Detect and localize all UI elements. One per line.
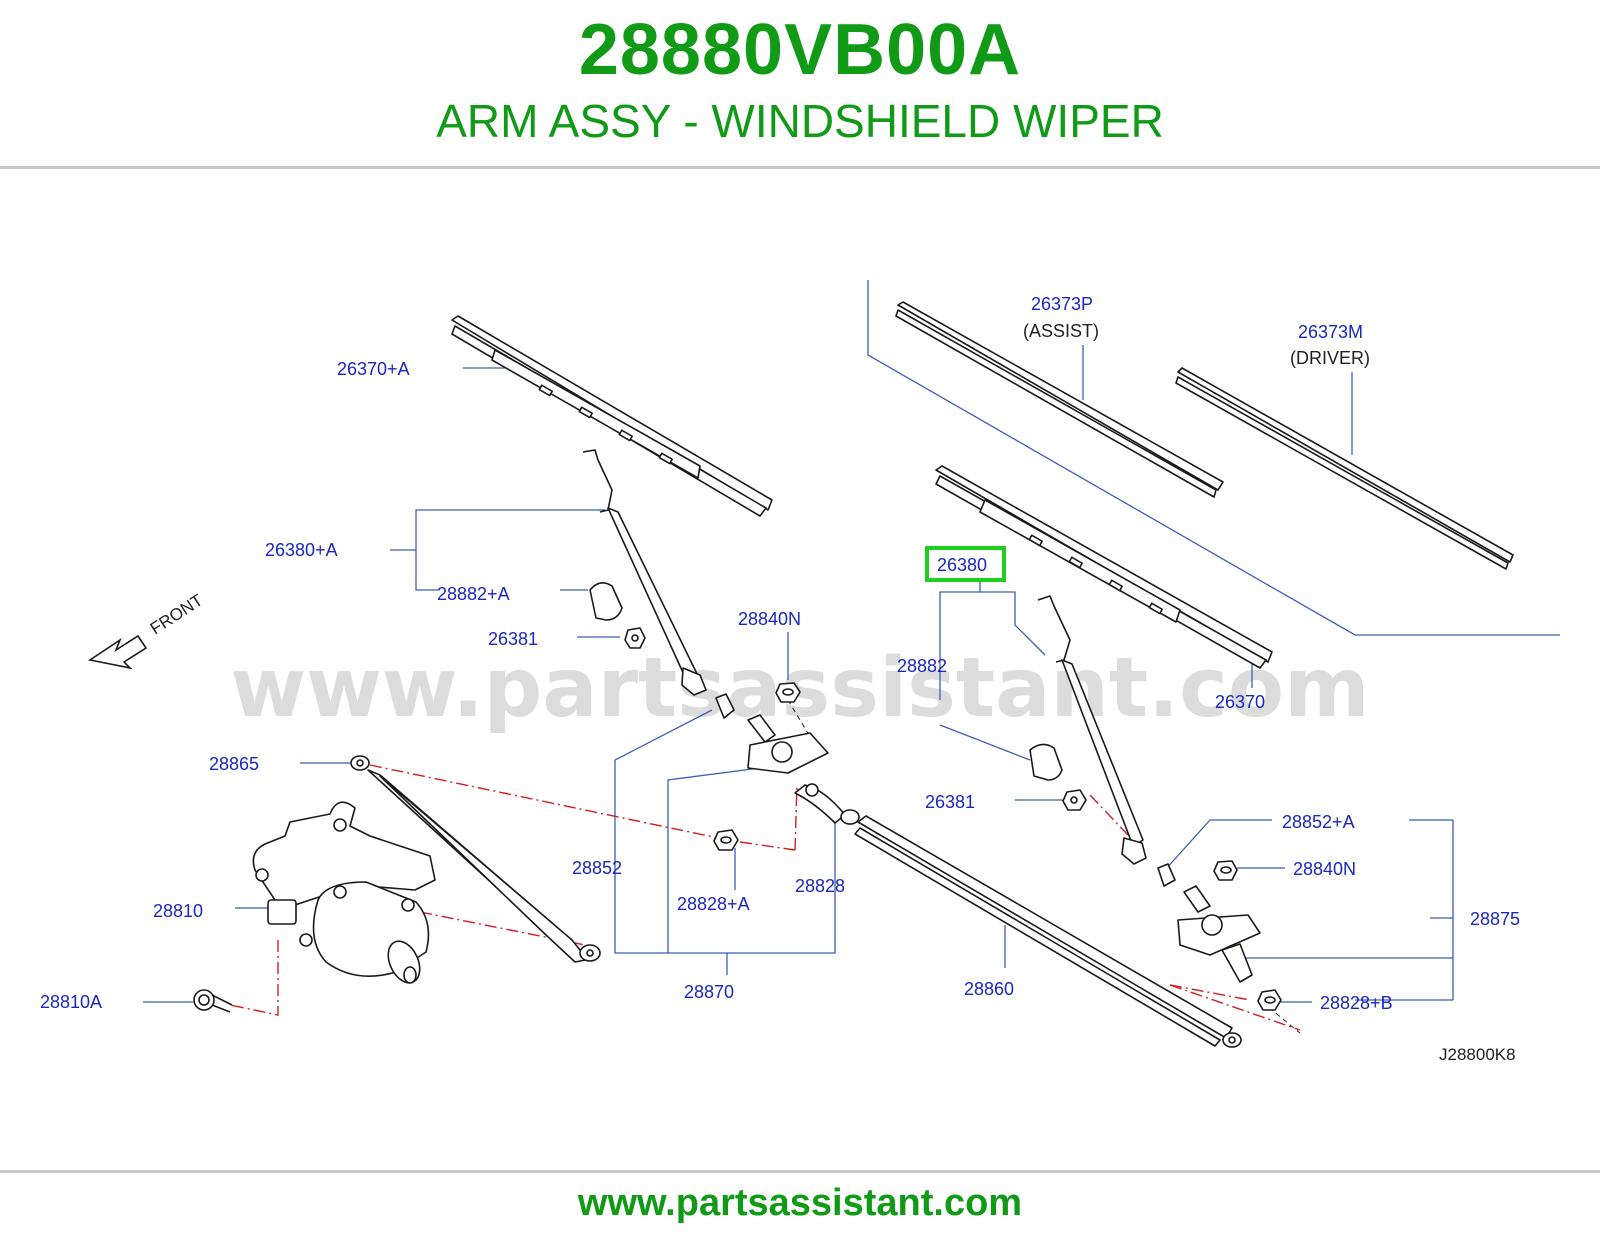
left-pivot-assembly [715, 693, 846, 824]
callout-28810A[interactable]: 28810A [40, 992, 102, 1012]
leader-lines [143, 280, 1560, 1003]
callout-28828B[interactable]: 28828+B [1320, 993, 1393, 1013]
callout-28865[interactable]: 28865 [209, 754, 259, 774]
diagram-reference-code: J28800K8 [1439, 1045, 1516, 1064]
right-wiper-arm [1037, 595, 1147, 865]
callout-26373M[interactable]: 26373M [1298, 322, 1363, 342]
right-nut-28840N [1213, 860, 1238, 881]
callout-28882A[interactable]: 28882+A [437, 584, 510, 604]
right-nut-26381 [1062, 789, 1087, 811]
callout-28828[interactable]: 28828 [795, 876, 845, 896]
callout-assist: (ASSIST) [1023, 321, 1099, 341]
callout-26370A[interactable]: 26370+A [337, 359, 410, 379]
part-description: ARM ASSY - WINDSHIELD WIPER [436, 95, 1164, 147]
callout-28840N-right[interactable]: 28840N [1293, 859, 1356, 879]
callout-26381-left[interactable]: 26381 [488, 629, 538, 649]
callout-28870[interactable]: 28870 [684, 982, 734, 1002]
left-nut-28840N [775, 682, 801, 703]
refill-strip-driver [1175, 367, 1514, 570]
part-drawings [193, 301, 1514, 1048]
left-wiper-blade [451, 315, 773, 517]
refill-strip-assist [895, 301, 1224, 498]
callout-26373P[interactable]: 26373P [1031, 294, 1093, 314]
right-wiper-blade [935, 465, 1273, 669]
watermark-text: www.partsassistant.com [230, 641, 1369, 736]
callout-28860[interactable]: 28860 [964, 979, 1014, 999]
right-head-cover [1029, 743, 1063, 781]
callout-28875[interactable]: 28875 [1470, 909, 1520, 929]
callout-28810[interactable]: 28810 [153, 901, 203, 921]
nut-28828A [713, 829, 739, 851]
nut-28828B [1257, 989, 1282, 1011]
callout-28852A[interactable]: 28852+A [1282, 812, 1355, 832]
callout-labels: 26370+A 26373P (ASSIST) 26373M (DRIVER) … [40, 294, 1520, 1013]
callout-driver: (DRIVER) [1290, 348, 1370, 368]
front-arrow-icon [87, 634, 148, 670]
header-divider [0, 166, 1600, 169]
front-label: FRONT [147, 591, 206, 639]
link-rod-28865 [350, 755, 601, 963]
part-number-title: 28880VB00A [578, 10, 1022, 90]
left-nut-26381 [624, 627, 646, 649]
footer-divider [0, 1170, 1600, 1173]
front-direction-arrow: FRONT [87, 591, 206, 670]
callout-28828A[interactable]: 28828+A [677, 894, 750, 914]
footer-website-link[interactable]: www.partsassistant.com [577, 1182, 1023, 1224]
wiper-motor-28810 [252, 801, 436, 984]
right-pivot-assembly [1157, 863, 1261, 983]
callout-28882[interactable]: 28882 [897, 656, 947, 676]
left-wiper-arm [582, 449, 707, 696]
highlighted-part-box [925, 546, 1006, 582]
callout-28840N-left[interactable]: 28840N [738, 609, 801, 629]
callout-26381-right[interactable]: 26381 [925, 792, 975, 812]
callout-26370[interactable]: 26370 [1215, 692, 1265, 712]
left-head-cover [589, 582, 623, 621]
header: 28880VB00A ARM ASSY - WINDSHIELD WIPER [0, 0, 1600, 170]
bolt-28810A [193, 989, 233, 1013]
link-rod-28860 [840, 809, 1242, 1048]
callout-26380A[interactable]: 26380+A [265, 540, 338, 560]
callout-28852[interactable]: 28852 [572, 858, 622, 878]
callout-26380[interactable]: 26380 [937, 555, 987, 575]
